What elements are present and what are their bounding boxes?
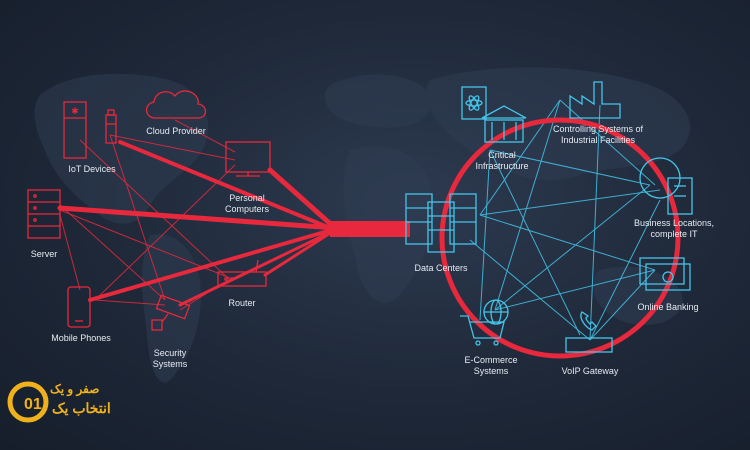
- cloud-provider-label: Cloud Provider: [146, 126, 206, 136]
- controlling-systems-label: Controlling Systems of Industrial Facili…: [552, 124, 644, 145]
- nuclear-plant-icon: [461, 86, 487, 120]
- iot-devices-label: IoT Devices: [68, 164, 116, 174]
- security-systems-label: Security Systems: [152, 348, 188, 369]
- svg-text:✱: ✱: [71, 106, 79, 116]
- voip-gateway-icon: [565, 311, 613, 353]
- data-center-icon: [405, 193, 477, 253]
- iot-bottle-icon: [105, 109, 117, 144]
- svg-text:01: 01: [24, 396, 42, 413]
- data-centers-label: Data Centers: [414, 263, 468, 273]
- red-attack-beams: [57, 140, 338, 307]
- iot-fridge-icon: ✱: [63, 101, 87, 159]
- mobile-phone-icon: [67, 286, 91, 328]
- personal-computer-icon: [225, 141, 271, 177]
- online-banking-icon: [639, 257, 691, 291]
- factory-icon: [569, 81, 621, 119]
- server-label: Server: [30, 249, 58, 259]
- mobile-phones-label: Mobile Phones: [51, 333, 111, 343]
- government-building-icon: [481, 105, 527, 143]
- business-location-icon: [639, 157, 693, 215]
- logo-text-line2: انتخاب یک: [52, 400, 111, 416]
- logo-text-line1: صفر و یک: [50, 382, 100, 396]
- online-banking-label: Online Banking: [637, 302, 699, 312]
- router-icon: [217, 259, 267, 287]
- red-connection-lines: [59, 119, 236, 311]
- red-ring: [439, 117, 681, 359]
- cloud-provider-icon: [145, 90, 207, 119]
- business-locations-label: Business Locations, complete IT: [633, 218, 715, 239]
- router-label: Router: [228, 298, 256, 308]
- voip-gateway-label: VoIP Gateway: [561, 366, 619, 376]
- personal-computers-label: Personal Computers: [224, 193, 269, 214]
- brand-logo: 01 صفر و یک انتخاب یک: [6, 376, 130, 436]
- critical-infrastructure-label: Critical Infrastructure: [475, 150, 529, 171]
- server-icon: [27, 189, 61, 239]
- cyan-network-lines: [469, 99, 661, 341]
- logo-mark-icon: 01: [7, 381, 49, 423]
- globe-icon: [483, 299, 509, 325]
- security-camera-icon: [151, 294, 191, 331]
- ecommerce-label: E-Commerce Systems: [464, 355, 518, 376]
- main-attack-beam: [330, 221, 410, 237]
